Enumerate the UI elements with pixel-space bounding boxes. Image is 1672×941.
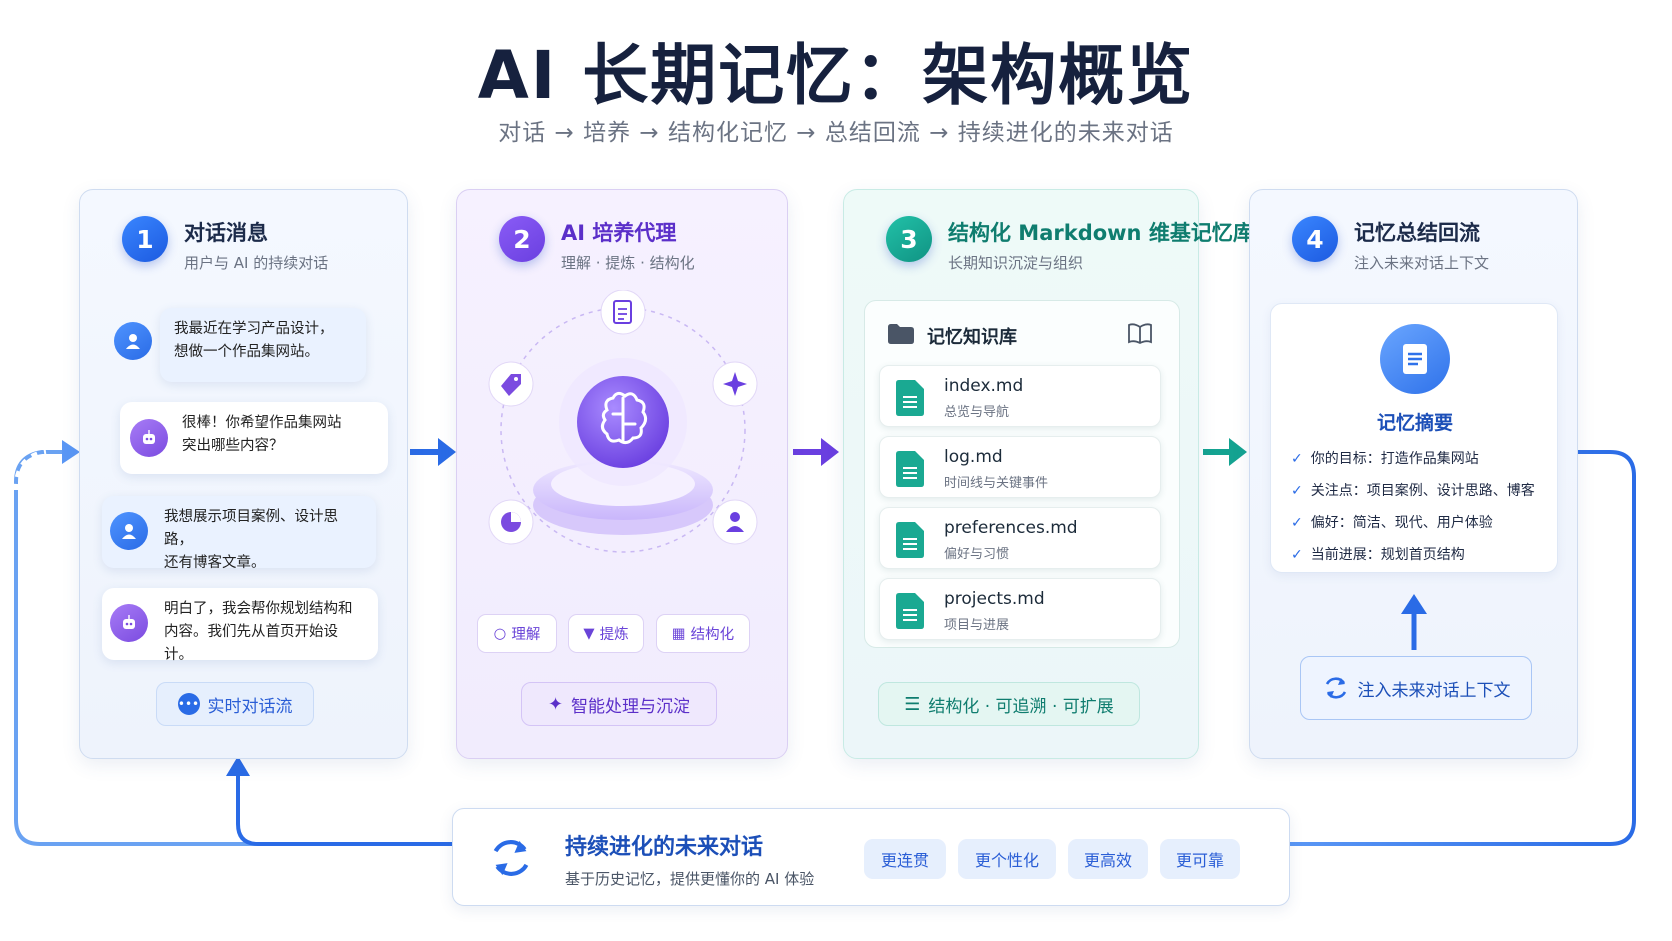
bottom-subtitle: 基于历史记忆，提供更懂你的 AI 体验: [565, 870, 815, 888]
file-card[interactable]: preferences.md 偏好与习惯: [879, 507, 1161, 569]
step-number: 2: [499, 216, 545, 262]
person-icon: [712, 499, 758, 545]
panel-subtitle: 理解 · 提炼 · 结构化: [561, 254, 695, 272]
loop-inner-connector: [236, 772, 452, 846]
benefit-chip[interactable]: 更连贯: [864, 839, 946, 879]
bottom-title: 持续进化的未来对话: [565, 835, 764, 860]
step-number: 4: [1292, 216, 1338, 262]
tag-structure[interactable]: ▦结构化: [656, 614, 750, 653]
database-icon: ☰: [904, 693, 921, 715]
step-number: 1: [122, 216, 168, 262]
chat-message-user: 我想展示项目案例、设计思路， 还有博客文章。: [102, 496, 376, 571]
chat-message-bot: 明白了，我会帮你规划结构和 内容。我们先从首页开始设计。: [102, 588, 378, 663]
summary-item: ✓你的目标：打造作品集网站: [1291, 451, 1479, 467]
summary-item: ✓关注点：项目案例、设计思路、博客: [1291, 483, 1535, 499]
inject-context-button[interactable]: 注入未来对话上下文: [1300, 656, 1532, 720]
markdown-file-icon: [896, 522, 924, 558]
page-title: AI 长期记忆：架构概览: [477, 37, 1195, 114]
chat-icon: •••: [177, 693, 200, 715]
structured-button[interactable]: ☰ 结构化 · 可追溯 · 可扩展: [878, 682, 1140, 726]
panel-title: 记忆总结回流: [1354, 221, 1480, 245]
panel-subtitle: 用户与 AI 的持续对话: [184, 254, 329, 272]
panel-memory-summary: 4 记忆总结回流 注入未来对话上下文 记忆摘要 ✓你的目标：打造作品集网站 ✓关…: [1249, 189, 1578, 759]
chat-message-user: 我最近在学习产品设计， 想做一个作品集网站。: [160, 308, 366, 382]
pie-chart-icon: [488, 499, 534, 545]
tag-icon: [488, 361, 534, 407]
panel-conversation: 1 对话消息 用户与 AI 的持续对话 我最近在学习产品设计， 想做一个作品集网…: [79, 189, 408, 759]
arrow-up-icon: [226, 756, 250, 776]
panel-title: 结构化 Markdown 维基记忆库: [948, 221, 1254, 245]
tag-understand[interactable]: ○理解: [477, 614, 557, 653]
benefit-chip[interactable]: 更高效: [1068, 839, 1148, 879]
markdown-file-icon: [896, 593, 924, 629]
sparkle-icon: [712, 361, 758, 407]
benefit-chip[interactable]: 更个性化: [958, 839, 1056, 879]
summary-title: 记忆摘要: [1376, 412, 1453, 434]
refresh-icon: [493, 840, 529, 876]
file-card[interactable]: log.md 时间线与关键事件: [879, 436, 1161, 498]
refresh-icon: [1325, 677, 1346, 699]
user-icon: [114, 322, 152, 360]
file-card[interactable]: projects.md 项目与进展: [879, 578, 1161, 640]
panel-wiki-memory: 3 结构化 Markdown 维基记忆库 长期知识沉淀与组织 记忆知识库 ind…: [843, 189, 1254, 759]
filter-icon: ▼: [583, 625, 595, 642]
panel-ai-agent: 2 AI 培养代理 理解 · 提炼 · 结构化: [456, 189, 788, 759]
realtime-stream-button[interactable]: ••• 实时对话流: [156, 682, 314, 726]
processing-button[interactable]: ✦ 智能处理与沉淀: [521, 682, 717, 726]
document-icon: [1380, 324, 1450, 394]
user-icon: [110, 512, 148, 550]
summary-item: ✓当前进展：规划首页结构: [1291, 547, 1465, 563]
markdown-file-icon: [896, 451, 924, 487]
library-title: 记忆知识库: [927, 327, 1017, 348]
grid-icon: ▦: [671, 625, 686, 642]
sparkle-icon: ✦: [547, 693, 564, 715]
book-icon: [1128, 323, 1152, 345]
tag-refine[interactable]: ▼提炼: [568, 614, 644, 653]
knowledge-library: 记忆知识库 index.md 总览与导航 log.md 时间线与关键事件 pre…: [864, 300, 1180, 648]
benefit-chip[interactable]: 更可靠: [1160, 839, 1240, 879]
panel-subtitle: 长期知识沉淀与组织: [948, 254, 1084, 272]
markdown-file-icon: [896, 380, 924, 416]
summary-item: ✓偏好：简洁、现代、用户体验: [1291, 515, 1493, 531]
panel-title: AI 培养代理: [561, 221, 677, 245]
arrow-up-icon: [1401, 594, 1427, 650]
ai-agent-illustration: [488, 290, 758, 553]
step-number: 3: [886, 216, 932, 262]
lightbulb-icon: ○: [493, 625, 507, 642]
panel-title: 对话消息: [184, 221, 268, 245]
summary-card: 记忆摘要 ✓你的目标：打造作品集网站 ✓关注点：项目案例、设计思路、博客 ✓偏好…: [1270, 303, 1558, 573]
document-icon: [600, 290, 646, 335]
panel-subtitle: 注入未来对话上下文: [1354, 254, 1490, 272]
arrow-right-icon: [62, 440, 80, 464]
folder-icon: [888, 324, 914, 344]
file-card[interactable]: index.md 总览与导航: [879, 365, 1161, 427]
page-subtitle: 对话 → 培养 → 结构化记忆 → 总结回流 → 持续进化的未来对话: [498, 120, 1174, 146]
robot-icon: [110, 604, 148, 642]
robot-icon: [130, 419, 168, 457]
